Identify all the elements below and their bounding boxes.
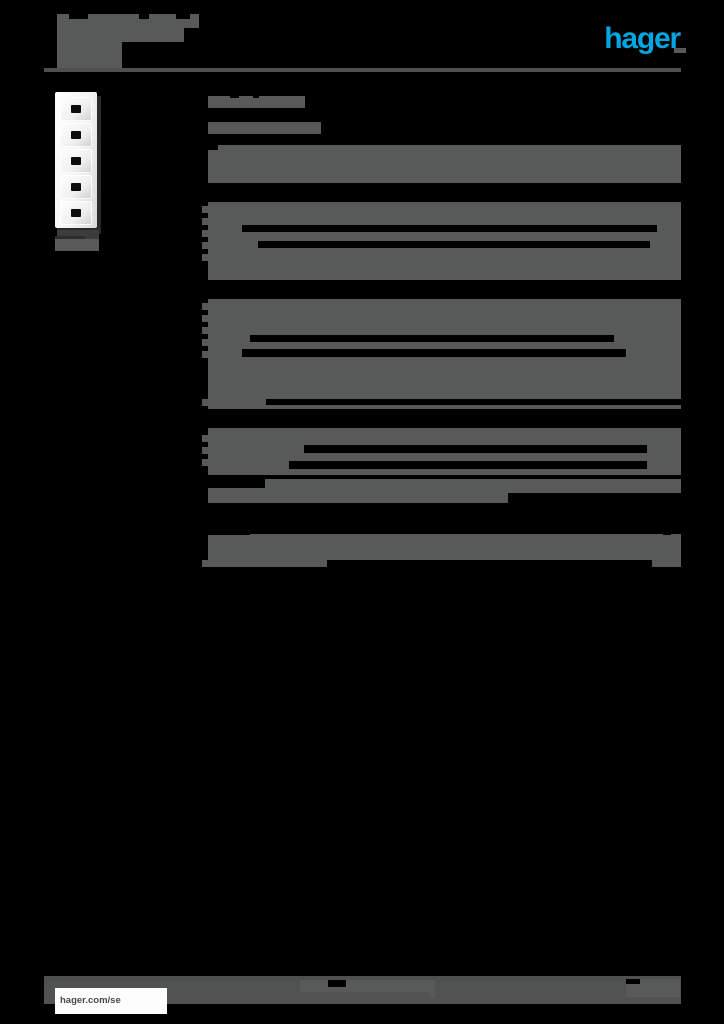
section-gap-3 — [208, 409, 681, 419]
section-3-row-4-value — [242, 349, 626, 357]
section-3-row-6-marker — [202, 399, 210, 406]
gang-module-3 — [60, 149, 92, 173]
section-3-row-3-value — [250, 335, 614, 342]
section-2-row-1-value — [242, 225, 657, 232]
gang-module-4 — [60, 175, 92, 199]
section-3-row-6-value — [266, 399, 681, 405]
section-4 — [202, 428, 681, 503]
product-base — [57, 230, 99, 240]
section-2-row-4-marker — [202, 242, 210, 249]
page-header: hager — [0, 0, 724, 80]
section-2 — [202, 202, 681, 280]
title-gap-3 — [176, 14, 190, 19]
trademark-mark — [674, 48, 686, 53]
section-4-row-1-marker — [202, 435, 210, 442]
section-3-row-4-marker — [202, 339, 210, 346]
product-caption — [55, 239, 99, 251]
title-gap-1 — [69, 14, 88, 19]
product-image — [55, 92, 101, 240]
page-subtitle-text — [208, 122, 321, 134]
footer-center-text — [300, 980, 435, 992]
page-footer — [0, 976, 724, 1024]
section-4-row-2-marker — [202, 447, 210, 454]
section-3-row-5-marker — [202, 351, 210, 358]
main-content — [202, 88, 681, 567]
section-5-table — [202, 529, 681, 567]
gang-module-5 — [60, 201, 92, 225]
page-title-text — [208, 96, 305, 108]
section-4-footer-value — [508, 493, 681, 503]
section-gap-1 — [208, 183, 681, 193]
section-4-table — [202, 428, 681, 475]
section-2-row-5-marker — [202, 254, 210, 261]
footer-center-text-gap — [328, 980, 346, 987]
switch-frame — [55, 92, 97, 228]
title-line-2 — [57, 28, 184, 42]
gang-module-1 — [60, 97, 92, 121]
section-2-row-2-value — [258, 241, 650, 248]
section-5 — [202, 529, 681, 567]
footer-page-number-notch — [626, 979, 640, 984]
section-5-row-1-endmark — [663, 530, 671, 535]
section-3-row-1-marker — [202, 303, 210, 310]
page-title-gap-1 — [230, 92, 239, 98]
title-line-3 — [57, 42, 122, 68]
section-2-row-3-marker — [202, 230, 210, 237]
section-4-row-1-value — [304, 445, 647, 453]
hager-logo: hager — [604, 22, 681, 55]
section-3-row-2-marker — [202, 315, 210, 322]
section-1-table — [208, 145, 681, 183]
section-3 — [202, 299, 681, 409]
section-1-row-1-gap — [208, 145, 218, 150]
section-gap-4 — [208, 503, 681, 517]
section-4-footer-label — [208, 479, 265, 488]
section-5-row-2-marker — [202, 560, 210, 567]
title-gap-2 — [139, 14, 149, 19]
section-4-footer-row — [208, 479, 681, 503]
page-subtitle — [208, 114, 681, 136]
gang-module-2 — [60, 123, 92, 147]
section-4-row-3-marker — [202, 459, 210, 466]
section-gap-2 — [208, 280, 681, 290]
title-line-1 — [57, 14, 199, 28]
footer-divider — [44, 976, 681, 982]
header-divider — [44, 68, 681, 72]
section-5-row-1-label — [208, 529, 250, 535]
footer-url[interactable]: hager.com/se — [55, 988, 167, 1014]
section-3-row-3-marker — [202, 327, 210, 334]
section-2-row-2-marker — [202, 218, 210, 225]
page-title — [208, 88, 681, 114]
section-2-table — [202, 202, 681, 280]
section-4-row-2-value — [289, 461, 647, 469]
section-1 — [208, 145, 681, 183]
product-caption-overline — [55, 236, 85, 239]
section-3-table — [202, 299, 681, 409]
section-5-row-2-value — [327, 560, 652, 567]
page-title-gap-2 — [253, 92, 259, 98]
section-2-row-1-marker — [202, 206, 210, 213]
footer-bar — [44, 982, 681, 1004]
footer-center-tick — [430, 986, 435, 998]
